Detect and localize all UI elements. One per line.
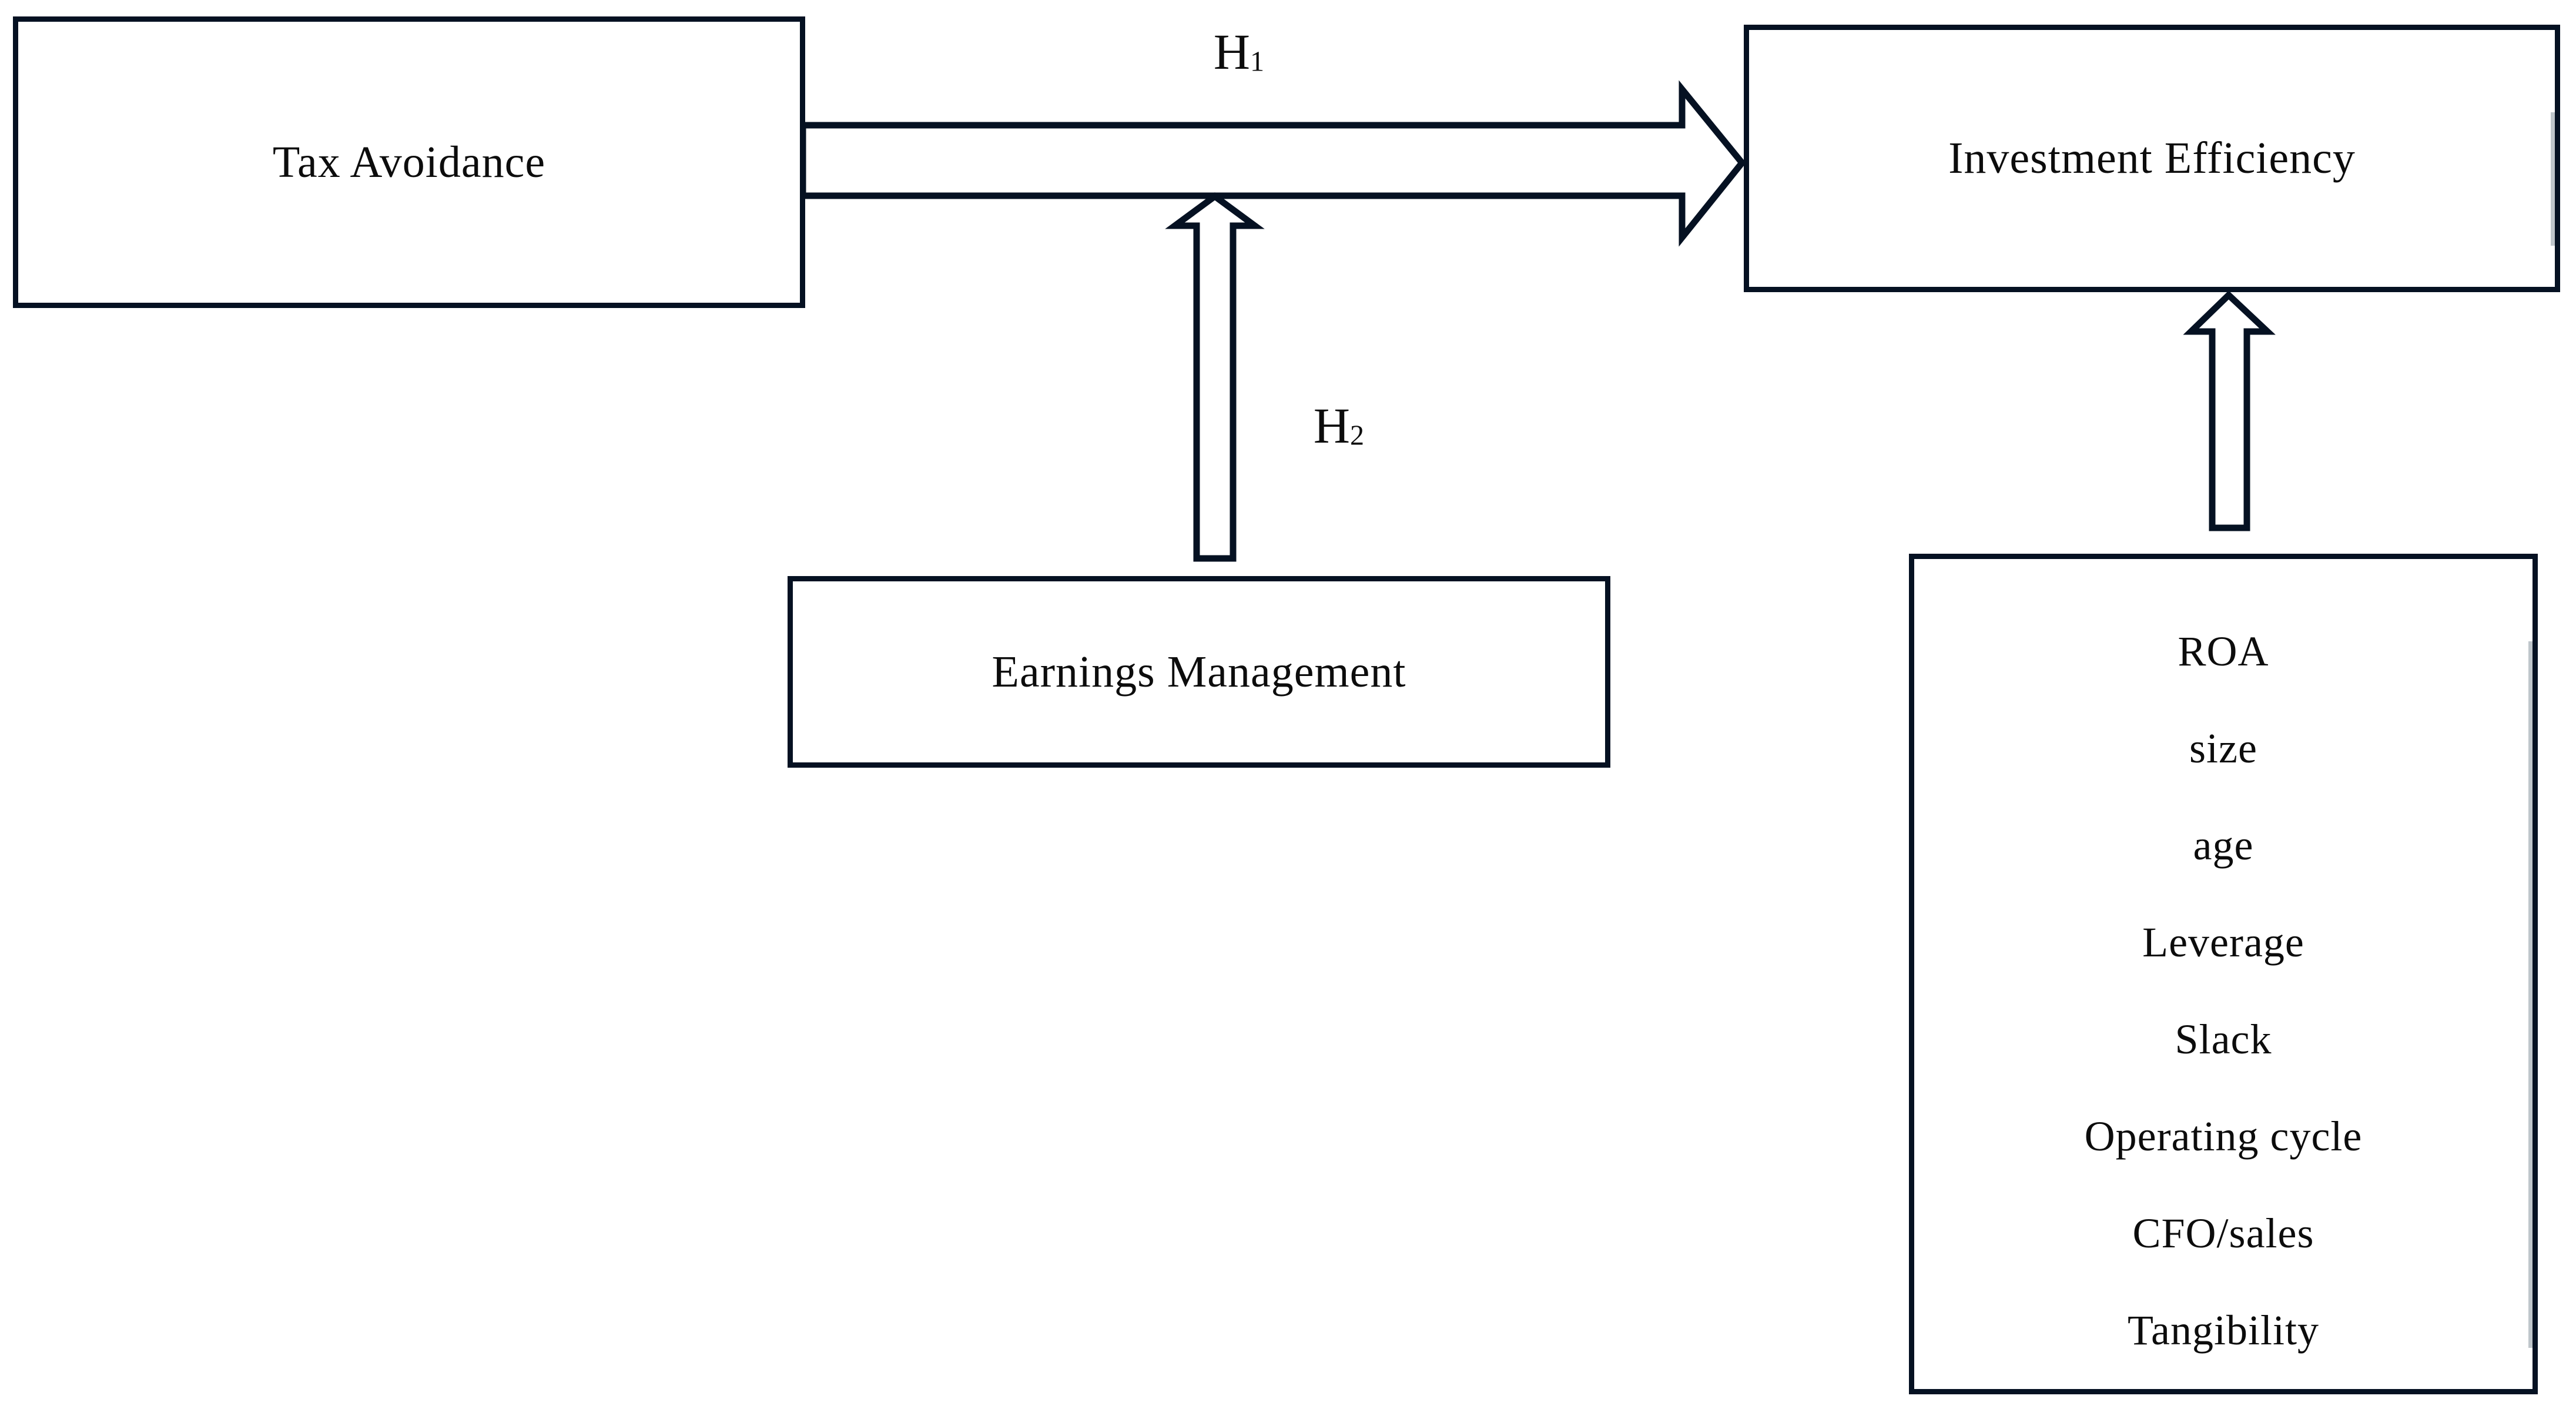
h2-subscript: 2 xyxy=(1350,420,1365,451)
control-variable-item: age xyxy=(2193,822,2254,869)
h1-hypothesis-label: H1 xyxy=(1214,22,1264,81)
control-variable-item: CFO/sales xyxy=(2132,1210,2314,1257)
control-variable-item: size xyxy=(2189,725,2257,772)
h1-base: H xyxy=(1213,24,1251,80)
control-variable-item: ROA xyxy=(2178,628,2269,675)
investment-efficiency-label: Investment Efficiency xyxy=(1948,133,2356,183)
tax-avoidance-box: Tax Avoidance xyxy=(13,16,805,308)
control-variable-item: Tangibility xyxy=(2128,1307,2319,1354)
control-variable-item: Operating cycle xyxy=(2084,1113,2363,1160)
h1-subscript: 1 xyxy=(1250,46,1265,78)
control-variable-item: Slack xyxy=(2175,1016,2272,1063)
h2-hypothesis-label: H2 xyxy=(1314,396,1364,455)
investment-efficiency-box: Investment Efficiency xyxy=(1744,25,2560,292)
h2-arrow xyxy=(1165,192,1265,562)
earnings-management-label: Earnings Management xyxy=(991,647,1406,697)
earnings-management-box: Earnings Management xyxy=(788,576,1610,768)
tax-avoidance-label: Tax Avoidance xyxy=(272,137,546,187)
h2-base: H xyxy=(1313,397,1351,454)
h1-arrow xyxy=(799,80,1747,247)
controls-arrow xyxy=(2183,290,2276,531)
control-variable-item: Leverage xyxy=(2142,919,2304,966)
